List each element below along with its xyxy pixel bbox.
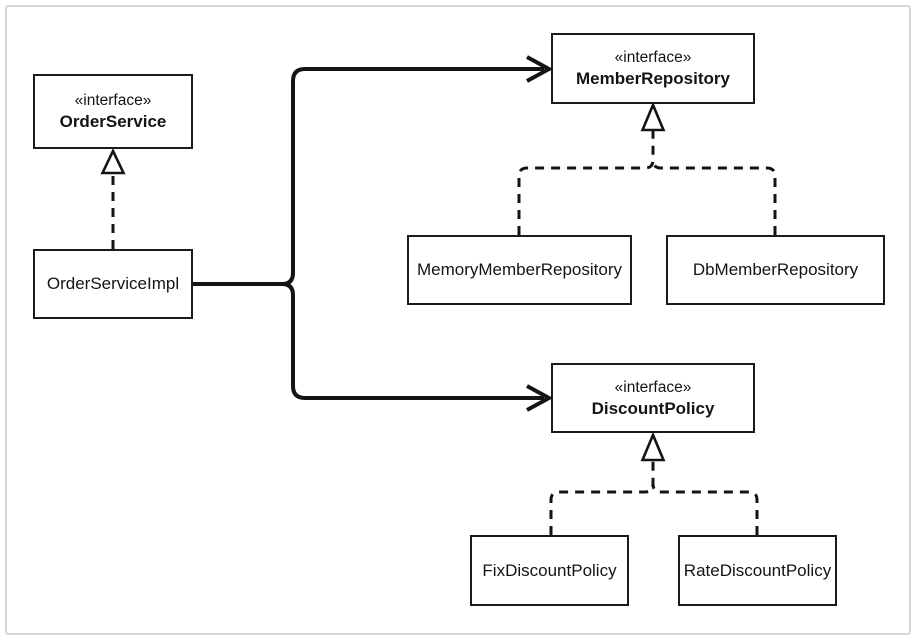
class-box-db-member-repository: DbMemberRepository <box>666 235 885 305</box>
class-box-order-service-impl: OrderServiceImpl <box>33 249 193 319</box>
discount-policy-name: DiscountPolicy <box>591 398 715 418</box>
rate-discount-policy-name: RateDiscountPolicy <box>683 560 832 580</box>
edge-orderserviceimpl-discountpolicy <box>193 282 544 400</box>
member-repository-name: MemberRepository <box>576 69 730 88</box>
discount-policy-stereotype: «interface» <box>614 378 692 396</box>
memory-member-repository-name: MemoryMemberRepository <box>417 260 622 279</box>
edge-ratediscountpolicy-discountpolicy <box>651 483 759 535</box>
open-arrowhead-discountpolicy-icon <box>526 384 554 412</box>
open-arrowhead-memberrepository-icon <box>526 55 554 83</box>
hollow-triangle-orderservice-icon <box>100 147 126 175</box>
edge-dbmemberrepository-memberrepository <box>651 159 777 235</box>
fix-discount-policy-name: FixDiscountPolicy <box>482 560 617 580</box>
class-box-rate-discount-policy: RateDiscountPolicy <box>678 535 837 606</box>
class-box-fix-discount-policy: FixDiscountPolicy <box>470 535 629 606</box>
hollow-triangle-discountpolicy-icon <box>640 431 666 462</box>
db-member-repository-name: DbMemberRepository <box>692 260 859 279</box>
hollow-triangle-memberrepository-icon <box>640 101 666 132</box>
class-box-order-service: «interface» OrderService <box>33 74 193 149</box>
edge-fixdiscountpolicy-discountpolicy <box>549 461 655 535</box>
edge-memorymemberrepository-memberrepository <box>517 131 655 235</box>
class-box-discount-policy: «interface» DiscountPolicy <box>551 363 755 433</box>
class-box-memory-member-repository: MemoryMemberRepository <box>407 235 632 305</box>
order-service-name: OrderService <box>59 112 167 131</box>
member-repository-stereotype: «interface» <box>614 49 692 66</box>
order-service-impl-name: OrderServiceImpl <box>46 274 180 293</box>
order-service-stereotype: «interface» <box>74 92 152 109</box>
class-box-member-repository: «interface» MemberRepository <box>551 33 755 104</box>
